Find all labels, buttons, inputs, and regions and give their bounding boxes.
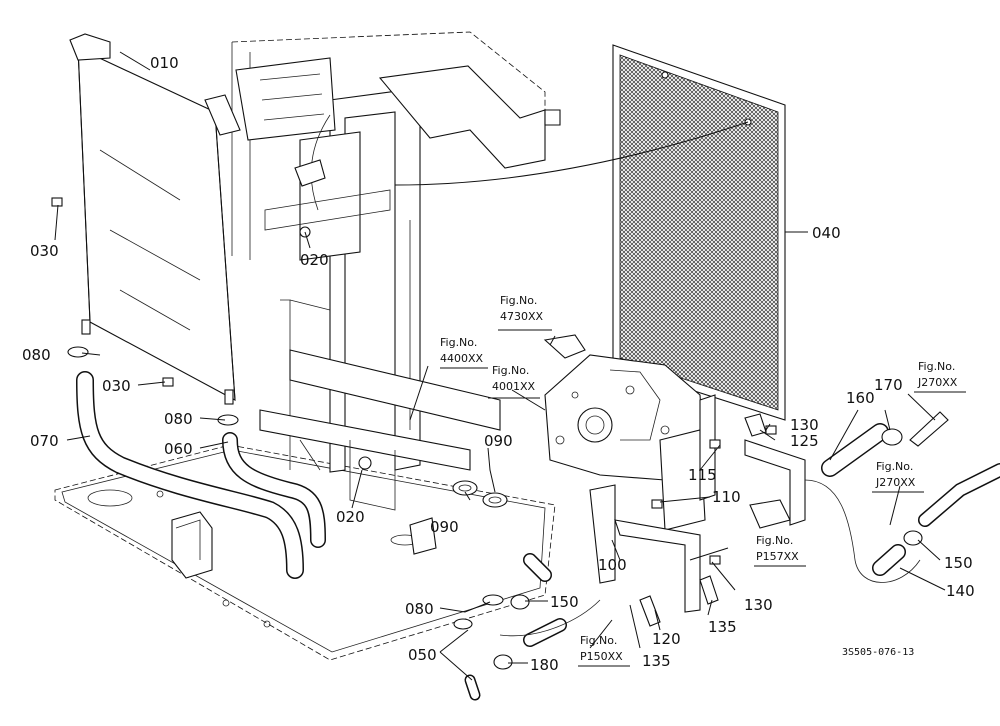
callout-110: 110 [712, 488, 741, 506]
callout-090-left: 090 [430, 518, 459, 536]
callout-130-upper: 130 [790, 416, 819, 434]
figref-p150-line2: P150XX [580, 650, 623, 663]
callout-170: 170 [874, 376, 903, 394]
brackets [589, 394, 806, 613]
figref-4730-line1: Fig.No. [500, 294, 537, 307]
callout-030-upper: 030 [30, 242, 59, 260]
base-plate [54, 444, 556, 661]
callout-150-bottom: 150 [550, 593, 579, 611]
callout-090-right: 090 [484, 432, 513, 450]
figref-j270-lower-line2: J270XX [875, 476, 916, 489]
hose-small-parts [464, 423, 1000, 701]
callout-050: 050 [408, 646, 437, 664]
figref-4001-line2: 4001XX [492, 380, 536, 393]
leader-lines [54, 51, 966, 681]
drawing-code: 3S505-076-13 [842, 647, 914, 658]
callout-150-right: 150 [944, 554, 973, 572]
callout-125: 125 [790, 432, 819, 450]
callout-020-lower: 020 [336, 508, 365, 526]
callout-115: 115 [688, 466, 717, 484]
callout-100: 100 [598, 556, 627, 574]
callout-080-left: 080 [22, 346, 51, 364]
callout-010: 010 [150, 54, 179, 72]
figref-4400-line2: 4400XX [440, 352, 484, 365]
callout-135-left: 135 [642, 652, 671, 670]
callout-160: 160 [846, 389, 875, 407]
figref-p150-line1: Fig.No. [580, 634, 617, 647]
figref-4400-line1: Fig.No. [440, 336, 477, 349]
callout-070: 070 [30, 432, 59, 450]
fittings [51, 197, 949, 670]
callout-060: 060 [164, 440, 193, 458]
callout-labels: 010 030 020 040 080 030 070 060 080 020 … [22, 54, 975, 674]
callout-130-lower: 130 [744, 596, 773, 614]
figref-4730-line2: 4730XX [500, 310, 544, 323]
oil-cooler-010 [69, 33, 241, 405]
callout-040: 040 [812, 224, 841, 242]
figure-references: Fig.No. 4730XX Fig.No. 4400XX Fig.No. 40… [440, 294, 958, 663]
callout-135-right: 135 [708, 618, 737, 636]
callout-030-lower: 030 [102, 377, 131, 395]
figref-p157-line1: Fig.No. [756, 534, 793, 547]
figref-j270-upper-line1: Fig.No. [918, 360, 955, 373]
figref-p157-line2: P157XX [756, 550, 799, 563]
screen-net-040 [394, 44, 786, 421]
callout-120: 120 [652, 630, 681, 648]
figref-j270-lower-line1: Fig.No. [876, 460, 913, 473]
hose-070 [76, 371, 304, 579]
hose-060 [222, 432, 326, 548]
callout-140: 140 [946, 582, 975, 600]
callout-020-upper: 020 [300, 251, 329, 269]
callout-080-bottom: 080 [405, 600, 434, 618]
frame-assembly [231, 31, 561, 511]
figref-4001-line1: Fig.No. [492, 364, 529, 377]
callout-080-mid: 080 [164, 410, 193, 428]
callout-180: 180 [530, 656, 559, 674]
figref-j270-upper-line2: J270XX [917, 376, 958, 389]
